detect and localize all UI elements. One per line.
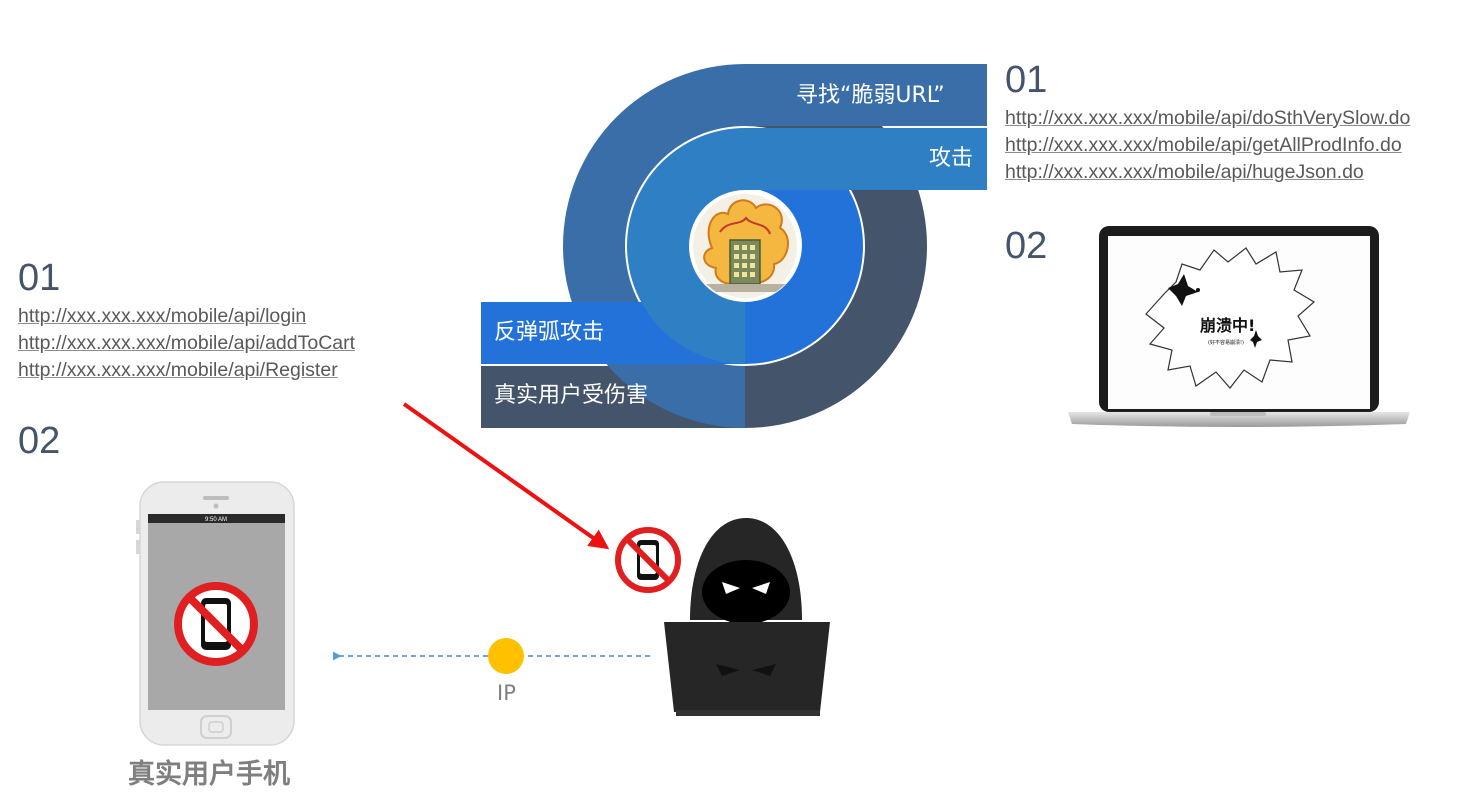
label-find-vulnerable-url: 寻找“脆弱URL” (796, 83, 945, 108)
band-victim (481, 64, 927, 428)
ip-label: IP (497, 681, 516, 705)
no-phone-small-icon (615, 527, 681, 593)
left-url-add-to-cart[interactable]: http://xxx.xxx.xxx/mobile/api/addToCart (18, 332, 356, 354)
right-url-list: http://xxx.xxx.xxx/mobile/api/doSthVeryS… (1005, 105, 1410, 186)
right-url-get-all-prod-info[interactable]: http://xxx.xxx.xxx/mobile/api/getAllProd… (1005, 134, 1402, 156)
label-real-user-harmed: 真实用户受伤害 (494, 383, 649, 408)
explosion-icon (690, 191, 800, 301)
label-attack: 攻击 (929, 146, 974, 171)
phone-caption: 真实用户手机 (128, 759, 290, 790)
band-find (563, 64, 987, 428)
left-step-01: 01 (18, 257, 61, 299)
right-url-huge-json[interactable]: http://xxx.xxx.xxx/mobile/api/hugeJson.d… (1005, 161, 1364, 183)
left-url-list: http://xxx.xxx.xxx/mobile/api/login http… (18, 303, 355, 384)
right-url-do-sth-very-slow[interactable]: http://xxx.xxx.xxx/mobile/api/doSthVeryS… (1005, 107, 1411, 129)
phone-status-time: 9:50 AM (205, 517, 227, 523)
ip-dot (488, 638, 524, 674)
band-attack (627, 128, 987, 364)
left-step-02: 02 (18, 420, 61, 462)
arc-bands (481, 64, 987, 428)
left-url-register[interactable]: http://xxx.xxx.xxx/mobile/api/Register (18, 359, 338, 381)
laptop-crash-subtitle: (好不容易崩溃!) (1208, 340, 1244, 346)
laptop-icon (1068, 226, 1410, 427)
no-phone-icon (174, 582, 258, 666)
label-bounce-attack: 反弹弧攻击 (494, 320, 605, 345)
laptop-crash-title: 崩溃中! (1200, 316, 1256, 335)
right-step-02: 02 (1005, 225, 1048, 267)
right-step-01: 01 (1005, 59, 1048, 101)
attack-arrow (402, 402, 610, 550)
hacker-icon (664, 518, 830, 716)
left-url-login[interactable]: http://xxx.xxx.xxx/mobile/api/login (18, 305, 307, 327)
